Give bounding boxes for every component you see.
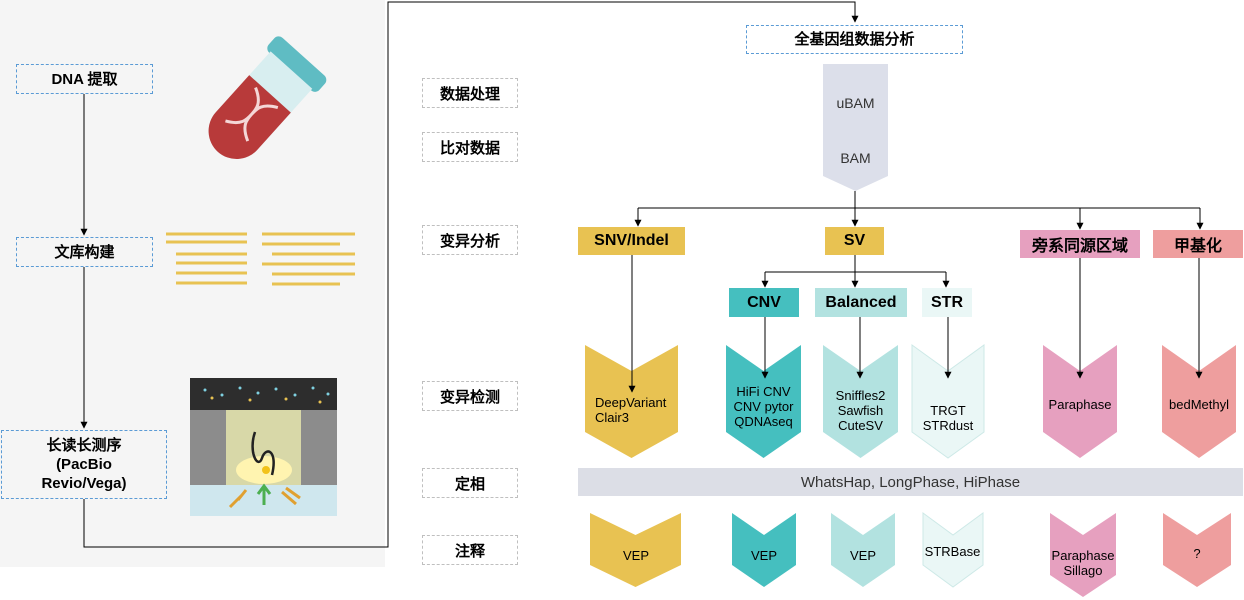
snv-tools: DeepVariant Clair3 (585, 395, 685, 425)
tool-sawfish: Sawfish (837, 403, 884, 418)
step-data-processing: 数据处理 (422, 78, 518, 108)
annot-snv: VEP (622, 548, 649, 563)
snv-annot-chevron (590, 513, 681, 587)
annot-paraphase: Paraphase (1051, 548, 1115, 563)
tool-qdnaseq: QDNAseq (734, 414, 793, 429)
balanced-tools: Sniffles2 Sawfish CuteSV (818, 388, 903, 433)
tool-deepvariant: DeepVariant (595, 395, 667, 410)
tool-clair3: Clair3 (595, 410, 629, 425)
connector-seq-to-analysis (83, 1, 859, 548)
methylation-tool-chevron (1162, 345, 1236, 458)
paralog-tool-chevron (1043, 345, 1117, 458)
step-annotation: 注释 (422, 535, 518, 565)
long-read-sequencing-box: 长读长测序 (PacBio Revio/Vega) (1, 430, 167, 499)
balanced-annot-chevron (831, 513, 895, 587)
smrt-well-illustration (190, 378, 337, 516)
seq-line-1: 长读长测序 (46, 437, 122, 454)
tool-trgt: TRGT (930, 403, 966, 418)
step-alignment: 比对数据 (422, 132, 518, 162)
category-methylation: 甲基化 (1153, 230, 1243, 258)
step-variant-analysis: 变异分析 (422, 225, 518, 255)
annot-methylation: ? (1193, 546, 1201, 561)
category-snv-indel: SNV/Indel (578, 227, 685, 255)
annot-paralog: Paraphase Sillago (1043, 548, 1123, 578)
category-str: STR (922, 288, 972, 317)
ubam-label: uBAM (836, 95, 875, 111)
paralog-tools: Paraphase (1035, 397, 1125, 412)
balanced-tool-chevron (823, 345, 898, 458)
whole-genome-analysis-box: 全基因组数据分析 (746, 25, 963, 54)
annot-str: STRBase (924, 544, 981, 559)
step-phasing: 定相 (422, 468, 518, 498)
cnv-tool-chevron (726, 345, 801, 458)
phasing-bar: WhatsHap, LongPhase, HiPhase (578, 468, 1243, 496)
cnv-tools: HiFi CNV CNV pytor QDNAseq (716, 384, 811, 429)
tool-bedmethyl: bedMethyl (1169, 397, 1229, 412)
dna-extraction-box: DNA 提取 (16, 64, 153, 94)
annot-cnv: VEP (750, 548, 777, 563)
dna-test-tube-illustration (208, 36, 327, 159)
methylation-annot-chevron (1163, 513, 1231, 587)
bam-chevron (823, 118, 888, 191)
tool-cnv-pytor: CNV pytor (733, 399, 794, 414)
str-annot-chevron (922, 512, 984, 588)
category-paralog: 旁系同源区域 (1020, 230, 1140, 258)
tool-strdust: STRdust (922, 418, 974, 433)
cnv-annot-chevron (732, 513, 796, 587)
methylation-tools: bedMethyl (1157, 397, 1241, 412)
annot-balanced: VEP (849, 548, 876, 563)
paralog-annot-chevron (1050, 513, 1116, 597)
tool-cutesv: CuteSV (838, 418, 883, 433)
ubam-chevron (823, 64, 888, 143)
tool-paraphase: Paraphase (1048, 397, 1112, 412)
bam-label: BAM (840, 150, 871, 166)
seq-line-3: Revio/Vega) (41, 475, 127, 492)
library-construction-box: 文库构建 (16, 237, 153, 267)
str-tools: TRGT STRdust (908, 403, 988, 433)
snv-tool-chevron (585, 345, 678, 458)
library-fragments-illustration (166, 232, 355, 286)
category-cnv: CNV (729, 288, 799, 317)
category-sv: SV (825, 227, 884, 255)
annot-sillago: Sillago (1063, 563, 1103, 578)
step-variant-detection: 变异检测 (422, 381, 518, 411)
tool-sniffles2: Sniffles2 (835, 388, 886, 403)
tool-hifi-cnv: HiFi CNV (736, 384, 791, 399)
category-balanced: Balanced (815, 288, 907, 317)
seq-line-2: (PacBio (56, 456, 112, 473)
